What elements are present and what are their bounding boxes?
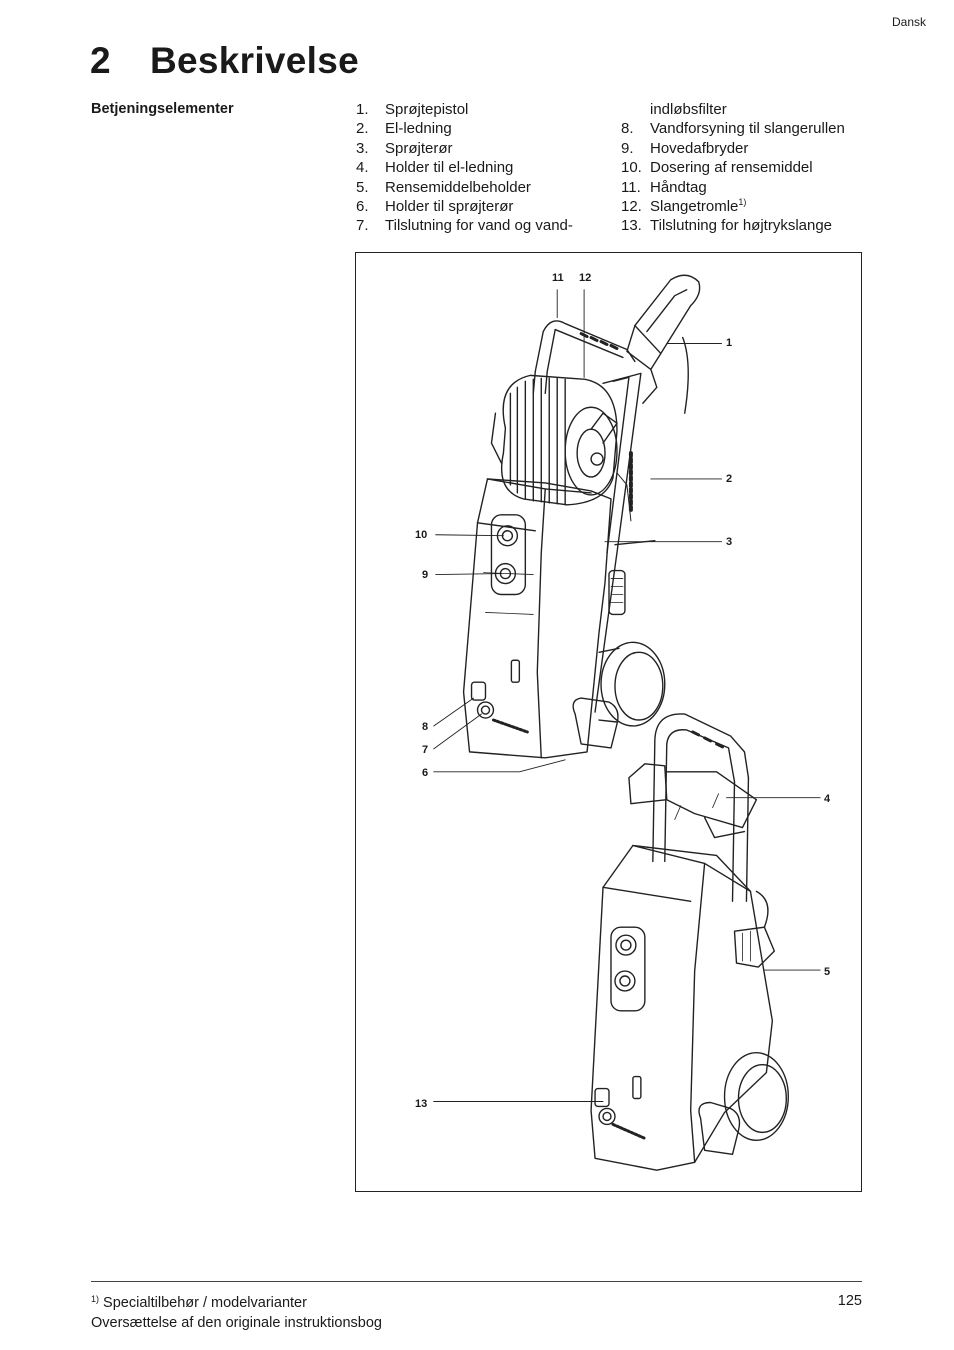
list-item: 10.Dosering af rensemiddel [621, 159, 813, 177]
translation-note: Oversættelse af den originale instruktio… [91, 1315, 382, 1331]
callout-13: 13 [415, 1098, 428, 1110]
machine-with-hose-reel [462, 274, 701, 759]
callout-3: 3 [726, 536, 733, 548]
callout-8: 8 [422, 721, 429, 733]
list-item: 8.Vandforsyning til slangerullen [621, 120, 845, 138]
language-label: Dansk [891, 15, 926, 29]
spray-gun-icon [626, 274, 701, 414]
footer-divider [91, 1281, 862, 1282]
callout-9: 9 [422, 569, 429, 581]
list-item: 7.Tilslutning for vand og vand- [356, 217, 573, 235]
list-item: 3.Sprøjterør [356, 139, 453, 157]
leader-lines [433, 289, 821, 1102]
list-item: 5.Rensemiddelbeholder [356, 178, 531, 196]
list-item: 13.Tilslutning for højtrykslange [621, 217, 833, 235]
pressure-washer-drawing [433, 274, 821, 1171]
parts-list-column-1: 1.Sprøjtepistol 2.El-ledning 3.Sprøjterø… [356, 100, 573, 236]
callout-4: 4 [824, 793, 831, 805]
callout-12: 12 [579, 272, 592, 284]
callout-6: 6 [422, 767, 429, 779]
list-item: 1.Sprøjtepistol [356, 101, 469, 118]
callout-7: 7 [422, 744, 429, 756]
pressure-washer-figure: 11 12 1 2 3 10 9 8 7 6 4 5 13 [355, 252, 862, 1192]
list-item: 9.Hovedafbryder [621, 139, 749, 157]
list-item: 12.Slangetromle1) [621, 197, 747, 216]
page-number: 125 [837, 1293, 862, 1309]
list-item: 2.El-ledning [356, 120, 452, 138]
chapter-heading: 2 Beskrivelse [90, 40, 359, 82]
chapter-title: Beskrivelse [150, 40, 360, 81]
section-label: Betjeningselementer [91, 101, 234, 117]
list-item-continuation: indløbsfilter [650, 101, 727, 118]
callout-11: 11 [552, 272, 564, 284]
footnote: 1) Specialtilbehør / modelvarianter [91, 1294, 307, 1312]
chapter-number: 2 [90, 40, 111, 81]
list-item: 11.Håndtag [621, 178, 707, 196]
list-item: 4.Holder til el-ledning [356, 159, 514, 177]
footer-notes: 1) Specialtilbehør / modelvarianter Over… [91, 1293, 382, 1333]
list-item: 6.Holder til sprøjterør [356, 198, 514, 216]
parts-list-column-2: indløbsfilter 8.Vandforsyning til slange… [621, 100, 845, 236]
hose-reel-icon [490, 374, 618, 506]
callout-5: 5 [824, 966, 831, 978]
callout-1: 1 [726, 337, 733, 349]
callout-2: 2 [726, 473, 733, 485]
callout-10: 10 [415, 529, 428, 541]
machine-rear-view [590, 713, 789, 1171]
